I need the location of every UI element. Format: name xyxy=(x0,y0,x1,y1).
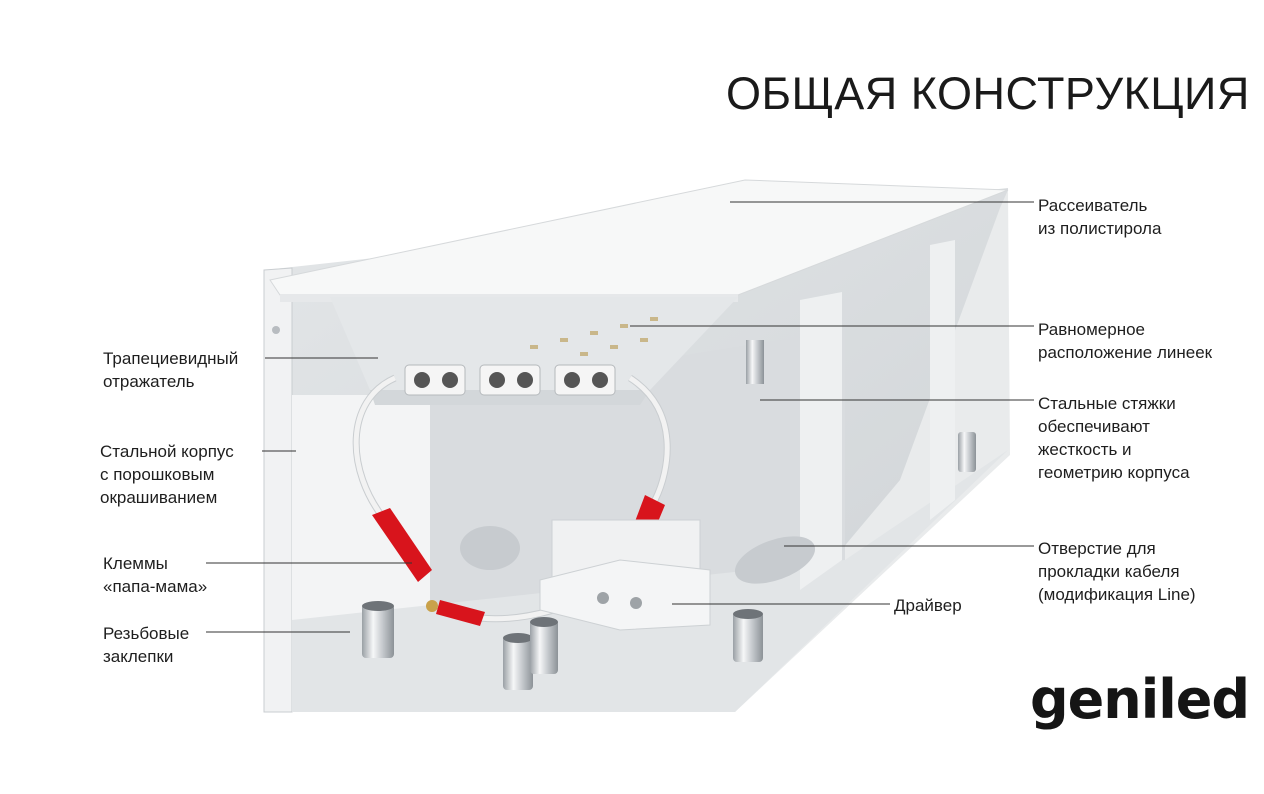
threaded-rivets xyxy=(362,432,976,690)
label-line: обеспечивают xyxy=(1038,417,1150,436)
label-line: Трапециевидный xyxy=(103,349,239,368)
trapezoidal-reflector xyxy=(330,297,738,405)
label-line: Рассеиватель xyxy=(1038,196,1148,215)
label-line: Равномерное xyxy=(1038,320,1145,339)
steel-housing xyxy=(263,188,1010,713)
label-line: заклепки xyxy=(103,647,174,666)
label-line: прокладки кабеля xyxy=(1038,562,1180,581)
label-reflector: Трапециевидный отражатель xyxy=(103,347,238,393)
label-uniform-strips: Равномерное расположение линеек xyxy=(1038,318,1212,364)
label-diffuser: Рассеиватель из полистирола xyxy=(1038,194,1161,240)
tie-bolt xyxy=(746,340,764,384)
label-line: «папа-мама» xyxy=(103,577,208,596)
driver-unit xyxy=(539,519,711,631)
label-line: (модификация Line) xyxy=(1038,585,1196,604)
label-steel-body: Стальной корпус с порошковым окрашивание… xyxy=(100,440,234,509)
label-line: Стальные стяжки xyxy=(1038,394,1176,413)
label-line: жесткость и xyxy=(1038,440,1132,459)
label-line: геометрию корпуса xyxy=(1038,463,1190,482)
brand-logo: geniled xyxy=(1030,668,1250,731)
label-line: окрашиванием xyxy=(100,488,218,507)
label-terminals: Клеммы «папа-мама» xyxy=(103,552,207,598)
label-line: Отверстие для xyxy=(1038,539,1156,558)
led-strip-connectors xyxy=(404,364,616,396)
label-line: отражатель xyxy=(103,372,195,391)
label-line: расположение линеек xyxy=(1038,343,1213,362)
label-driver: Драйвер xyxy=(894,594,962,617)
label-rivets: Резьбовые заклепки xyxy=(103,622,189,668)
label-steel-ties: Стальные стяжки обеспечивают жесткость и… xyxy=(1038,392,1190,484)
page-title: ОБЩАЯ КОНСТРУКЦИЯ xyxy=(726,68,1250,119)
label-cable-hole: Отверстие для прокладки кабеля (модифика… xyxy=(1038,537,1196,606)
label-line: Резьбовые xyxy=(103,624,190,643)
label-line: Драйвер xyxy=(894,596,962,615)
label-line: Клеммы xyxy=(103,554,168,573)
callout-lines xyxy=(206,201,1034,633)
label-line: с порошковым xyxy=(100,465,215,484)
label-line: Стальной корпус xyxy=(100,442,234,461)
label-line: из полистирола xyxy=(1038,219,1162,238)
